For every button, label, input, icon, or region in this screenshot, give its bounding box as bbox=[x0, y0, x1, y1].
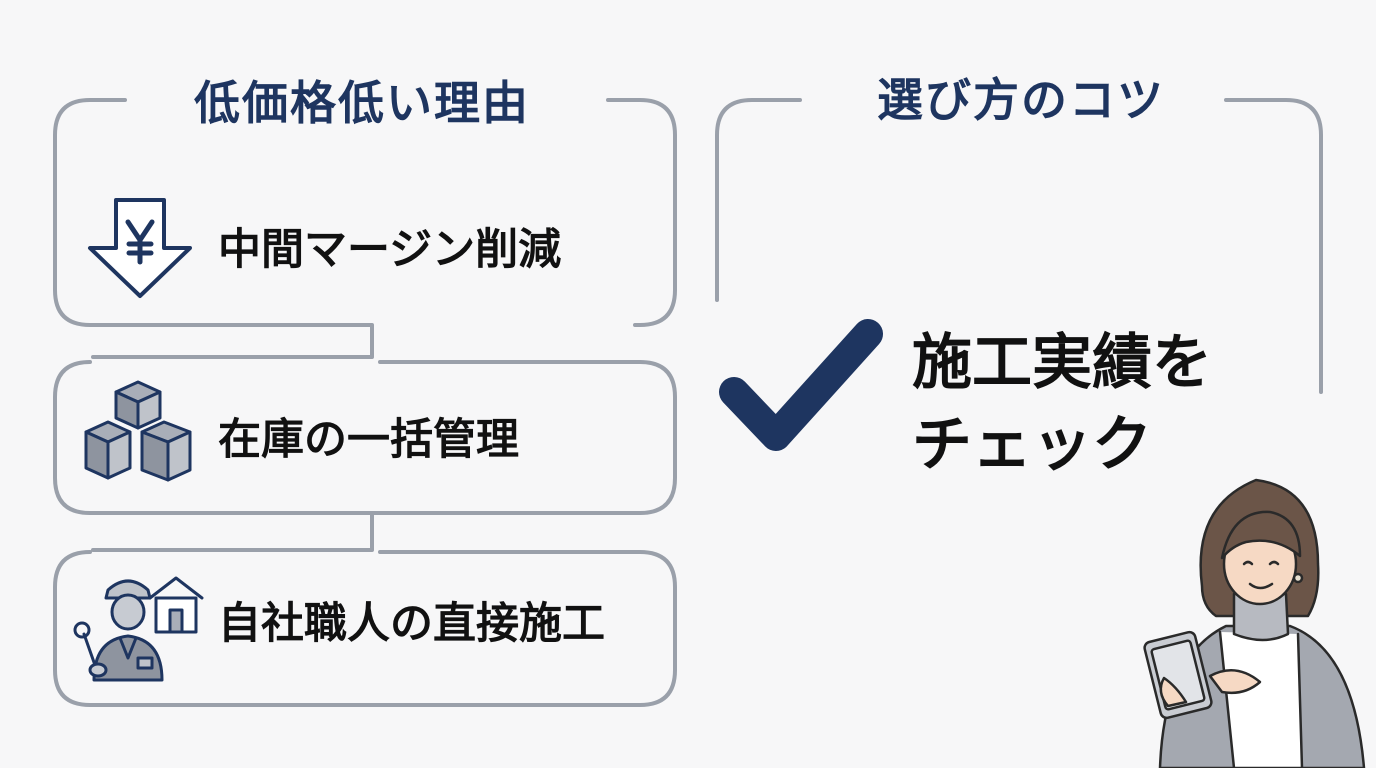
tip-line-2: チェック bbox=[912, 410, 1152, 480]
reason-label-margin: 中間マージン削減 bbox=[218, 225, 562, 275]
connector-line bbox=[91, 511, 374, 552]
reason-label-own-craftsmen: 自社職人の直接施工 bbox=[218, 599, 605, 649]
tips-panel-outline-left bbox=[715, 98, 802, 302]
tips-heading: 選び方のコツ bbox=[877, 73, 1165, 127]
yen-down-arrow-icon bbox=[88, 198, 192, 298]
construction-worker-house-icon bbox=[73, 576, 204, 682]
card-two-outline bbox=[53, 360, 677, 515]
reasons-heading: 低価格低い理由 bbox=[194, 76, 530, 130]
stacked-boxes-icon bbox=[84, 380, 192, 482]
checkmark-icon bbox=[719, 319, 883, 451]
tips-panel-outline-right bbox=[1224, 98, 1323, 394]
tip-text: 施工実績を チェック bbox=[912, 322, 1212, 486]
reasons-panel-outline bbox=[53, 98, 374, 359]
card-three-outline bbox=[53, 550, 677, 707]
tip-line-1: 施工実績を bbox=[912, 328, 1212, 398]
woman-with-tablet-illustration bbox=[1143, 478, 1366, 768]
reason-label-inventory: 在庫の一括管理 bbox=[218, 415, 519, 465]
reasons-panel-outline-right bbox=[606, 98, 677, 327]
